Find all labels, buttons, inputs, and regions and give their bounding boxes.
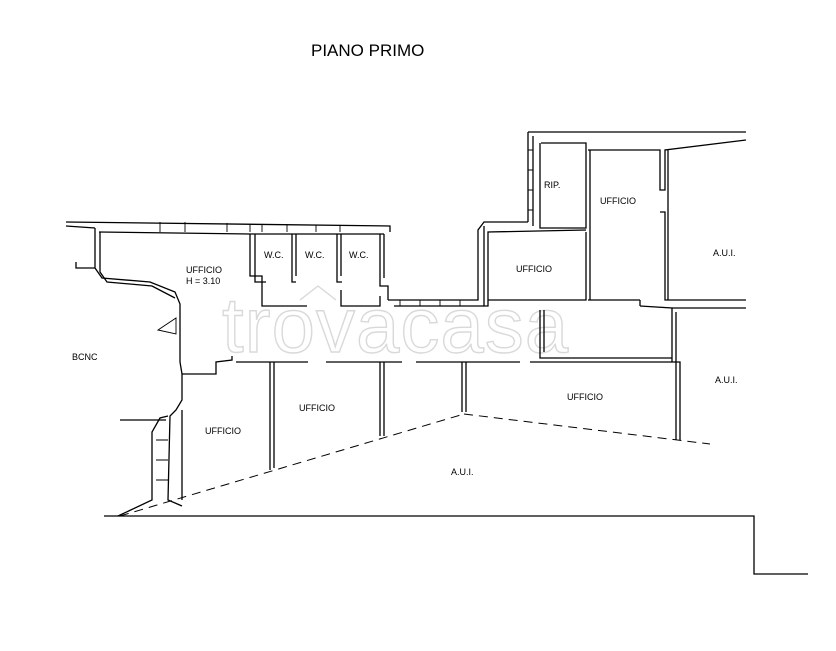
room-label-bcnc: BCNC [72, 352, 98, 362]
room-label-ufficio-mid-center: UFFICIO [299, 403, 335, 413]
room-label-aui-right-mid: A.U.I. [715, 375, 738, 385]
room-label-wc-1: W.C. [264, 250, 284, 260]
room-label-ufficio-center: UFFICIO [516, 264, 552, 274]
room-label-aui-right-top: A.U.I. [713, 248, 736, 258]
room-label-ufficio-main: UFFICIO [186, 265, 222, 275]
room-label-wc-2: W.C. [305, 250, 325, 260]
watermark-house-icon [299, 285, 337, 301]
room-label-rip: RIP. [544, 180, 560, 190]
room-label-ufficio-top-right: UFFICIO [600, 196, 636, 206]
room-label-aui-bottom: A.U.I. [451, 467, 474, 477]
room-label-wc-3: W.C. [349, 250, 369, 260]
plan-title: PIANO PRIMO [311, 41, 424, 60]
watermark-text: trovacasa [222, 281, 569, 369]
dashed-boundaries [119, 413, 711, 517]
room-label-ufficio-mid-right: UFFICIO [567, 392, 603, 402]
walls [65, 131, 808, 575]
room-label-ufficio-bottom-left: UFFICIO [205, 426, 241, 436]
room-label-ufficio-main-height: H = 3.10 [186, 276, 220, 286]
